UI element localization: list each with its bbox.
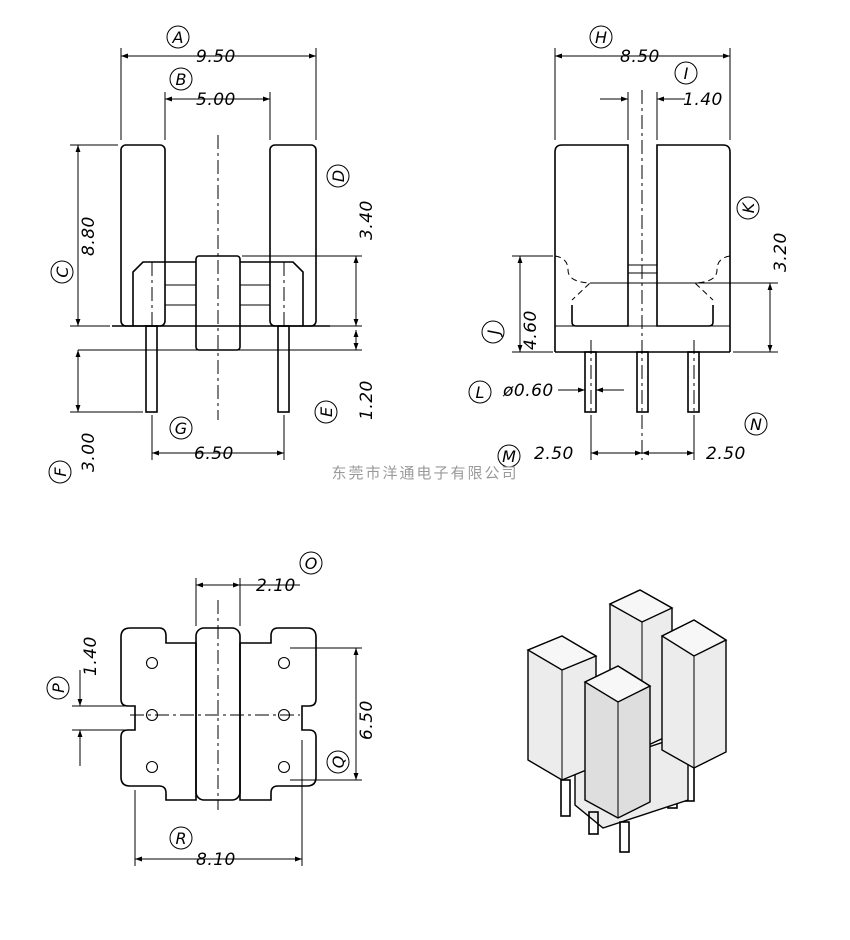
label-d: D <box>329 170 348 182</box>
dim-l-value: ø0.60 <box>502 381 554 401</box>
label-c: C <box>53 266 72 278</box>
label-b: B <box>176 70 187 89</box>
bottom-view <box>120 600 317 810</box>
label-f: F <box>51 467 70 477</box>
dim-e-value: 1.20 <box>357 380 377 420</box>
dim-f-value: 3.00 <box>79 432 99 472</box>
front-view-dimensions <box>70 48 362 460</box>
company-watermark: 东莞市洋通电子有限公司 <box>331 464 518 482</box>
label-l: L <box>476 383 485 402</box>
label-j: J <box>484 329 503 337</box>
isometric-view <box>526 589 728 853</box>
label-g: G <box>175 419 187 438</box>
label-n: N <box>750 415 762 434</box>
side-view-dimensions <box>512 48 778 460</box>
side-view <box>554 90 731 460</box>
dim-c-value: 8.80 <box>79 216 99 256</box>
front-view <box>112 135 330 420</box>
dim-j-value: 4.60 <box>521 310 541 350</box>
circled-labels: A B C D E F G H I J K L M N O P Q R <box>46 25 768 850</box>
dim-p-value: 1.40 <box>81 636 101 676</box>
label-k: K <box>739 201 758 213</box>
dim-n-value: 2.50 <box>706 444 746 464</box>
bottom-view-dimensions <box>72 578 362 866</box>
dim-g-value: 6.50 <box>194 444 234 464</box>
label-m: M <box>502 447 516 466</box>
dim-h-value: 8.50 <box>620 47 660 67</box>
label-h: H <box>595 28 607 47</box>
label-e: E <box>317 406 336 417</box>
label-i: I <box>684 64 689 83</box>
label-o: O <box>305 554 318 573</box>
dimension-values: 9.50 5.00 8.80 3.40 1.20 3.00 6.50 8.50 … <box>79 47 791 870</box>
label-q: Q <box>329 756 348 769</box>
dim-q-value: 6.50 <box>357 700 377 740</box>
label-p: P <box>49 683 68 693</box>
label-r: R <box>175 829 186 848</box>
dim-i-value: 1.40 <box>683 90 723 110</box>
dim-m-value: 2.50 <box>534 444 574 464</box>
dim-b-value: 5.00 <box>196 90 236 110</box>
label-a: A <box>172 28 184 47</box>
dim-a-value: 9.50 <box>196 47 236 67</box>
dim-r-value: 8.10 <box>196 850 236 870</box>
dim-d-value: 3.40 <box>357 200 377 240</box>
dim-k-value: 3.20 <box>771 232 791 272</box>
dim-o-value: 2.10 <box>256 576 296 596</box>
